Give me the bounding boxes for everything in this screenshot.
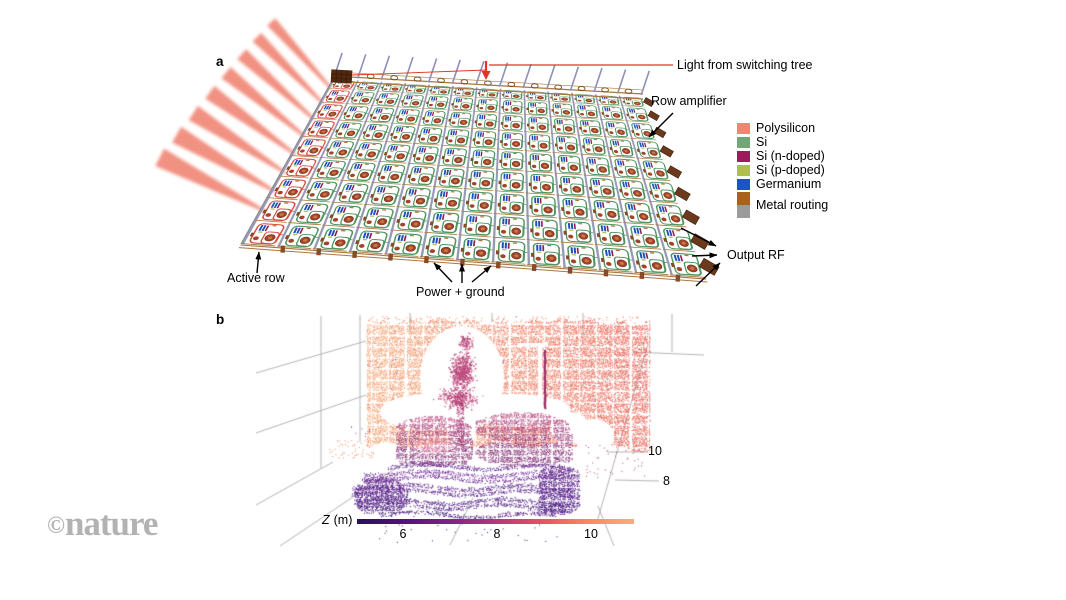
legend-item: Metal routing (737, 192, 828, 218)
legend-swatch (737, 205, 750, 218)
light-annotation-arrow (351, 61, 673, 80)
legend-swatch (737, 136, 750, 148)
colorbar-tick-10: 10 (584, 527, 598, 541)
legend-item-label: Si (n-doped) (756, 149, 825, 163)
annotation-light-from-switching-tree: Light from switching tree (677, 58, 813, 72)
legend-item: Polysilicon (737, 122, 828, 134)
chip-edges (238, 78, 708, 283)
legend-swatch (737, 164, 750, 176)
annotation-row-amplifier: Row amplifier (651, 94, 727, 108)
legend-item-label: Polysilicon (756, 121, 816, 135)
annotation-arrows (255, 112, 721, 287)
legend-swatch-stack (737, 192, 750, 218)
nature-watermark: ©nature (47, 504, 159, 546)
legend-item: Si (p-doped) (737, 164, 828, 176)
colorbar-label: Z(m) (322, 513, 352, 527)
legend-item: Germanium (737, 178, 828, 190)
annotation-output-rf: Output RF (727, 248, 785, 262)
colorbar-tick-6: 6 (399, 527, 407, 541)
legend-swatch (737, 150, 750, 162)
copyright-icon: © (47, 513, 65, 539)
legend-swatch (737, 192, 750, 205)
watermark-name: nature (64, 504, 159, 543)
legend-swatch (737, 122, 750, 134)
chip-cell-array (241, 79, 705, 278)
colorbar-label-unit: (m) (333, 513, 353, 527)
row-amplifier-blocks (643, 97, 720, 276)
panel-b-label: b (216, 312, 225, 327)
annotation-power-ground: Power + ground (416, 285, 505, 299)
legend-item-label: Si (756, 135, 768, 149)
pointcloud-figure (230, 310, 710, 550)
y-axis-tick-8: 8 (663, 474, 670, 488)
colorbar-label-var: Z (322, 513, 330, 527)
legend-swatch (737, 178, 750, 190)
y-axis-tick-10: 10 (648, 444, 662, 458)
colorbar (357, 519, 634, 524)
panel-a-label: a (216, 54, 224, 69)
top-bus-and-switching-tree (330, 52, 650, 100)
legend-item-label: Si (p-doped) (756, 163, 825, 177)
legend-item-label: Germanium (756, 177, 822, 191)
colorbar-tick-8: 8 (493, 527, 501, 541)
legend-item-label: Metal routing (756, 198, 829, 212)
emitted-beams (155, 18, 333, 212)
annotation-active-row: Active row (227, 271, 285, 285)
legend-item: Si (737, 136, 828, 148)
legend-item: Si (n-doped) (737, 150, 828, 162)
